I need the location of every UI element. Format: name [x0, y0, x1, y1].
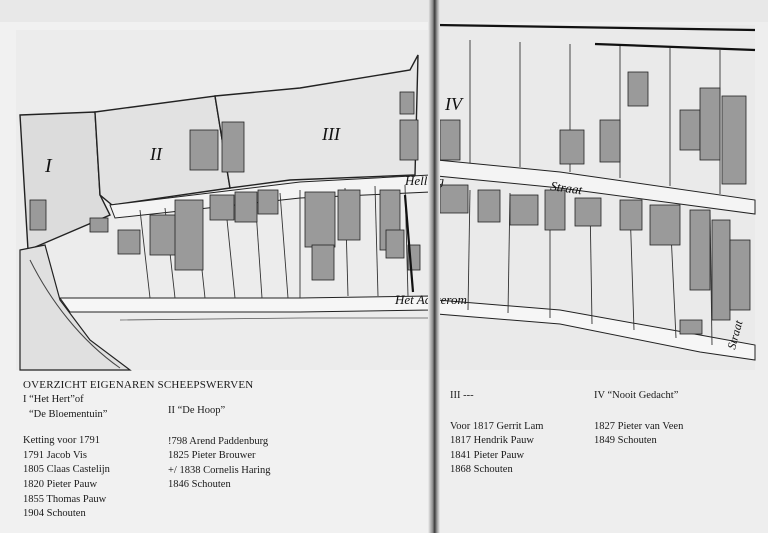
- owner-entry: 1791 Jacob Vis: [23, 449, 87, 461]
- owner-entry: 1904 Schouten: [23, 508, 86, 520]
- yard-1-column: I “Het Hert”of “De Bloementuin” Ketting …: [23, 393, 110, 522]
- yard-2-title: II “De Hoop”: [168, 405, 226, 416]
- owner-entry: 1841 Pieter Pauw: [450, 449, 525, 461]
- owner-entry: 1805 Claas Castelijn: [23, 464, 110, 476]
- owner-entry: 1868 Schouten: [450, 464, 513, 476]
- legend-heading: OVERZICHT EIGENAREN SCHEEPSWERVEN: [23, 379, 254, 391]
- owner-entry: 1820 Pieter Pauw: [23, 478, 98, 490]
- yard-numeral-3: III: [321, 124, 341, 144]
- yard-numeral-2: II: [149, 144, 163, 164]
- yard-numeral-4: IV: [444, 94, 464, 114]
- owner-entry: 1846 Schouten: [168, 479, 231, 491]
- yard-2-column: II “De Hoop” !798 Arend Paddenburg 1825 …: [168, 404, 270, 493]
- owner-entry: +/ 1838 Cornelis Haring: [168, 464, 271, 476]
- yard-1-title-line1: I “Het Hert”of: [23, 394, 84, 405]
- owner-entry: 1817 Hendrik Pauw: [450, 435, 534, 447]
- yard-numeral-1: I: [44, 155, 53, 177]
- owner-entry: 1825 Pieter Brouwer: [168, 450, 256, 462]
- yard-4-column: IV “Nooit Gedacht” 1827 Pieter van Veen …: [594, 389, 683, 449]
- yard-3-title: III ---: [450, 390, 474, 401]
- book-gutter: [428, 0, 440, 533]
- owner-entry: 1855 Thomas Pauw: [23, 493, 107, 505]
- owner-entry: Ketting voor 1791: [23, 435, 100, 447]
- owner-entry: Voor 1817 Gerrit Lam: [450, 420, 544, 432]
- owner-entry: 1827 Pieter van Veen: [594, 420, 684, 432]
- yard-3-column: III --- Voor 1817 Gerrit Lam 1817 Hendri…: [450, 389, 543, 478]
- owner-entry: !798 Arend Paddenburg: [168, 435, 269, 447]
- top-margin: [0, 0, 768, 22]
- owner-entry: 1849 Schouten: [594, 435, 657, 447]
- cadastral-map: Helling Straat Het Achterom Straat I II …: [19, 23, 756, 371]
- yard-4-title: IV “Nooit Gedacht”: [594, 390, 679, 401]
- yard-1-title-line2: “De Bloementuin”: [29, 408, 108, 420]
- street-label-straat: Straat: [550, 178, 584, 197]
